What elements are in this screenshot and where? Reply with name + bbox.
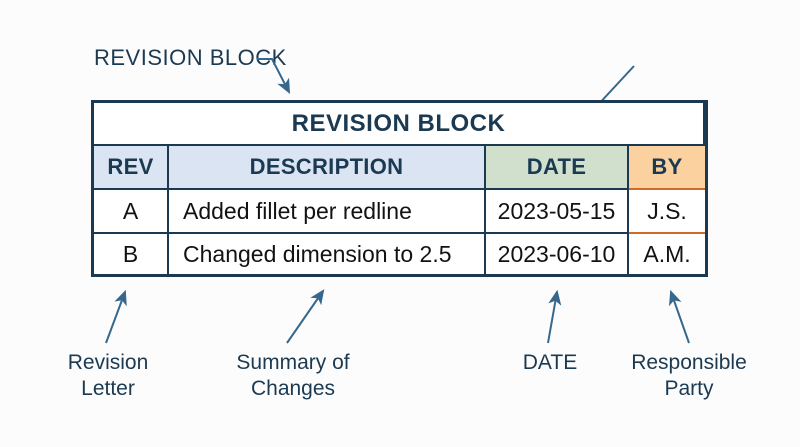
cell-description-a: Added fillet per redline [169,190,486,234]
annotation-line: Letter [81,377,135,400]
annotation-revision-letter: Revision Letter [48,350,168,402]
column-header-by: BY [629,146,705,190]
cell-date-b: 2023-06-10 [486,234,629,274]
column-header-date: DATE [486,146,629,190]
revision-block-table: REVISION BLOCK REV DESCRIPTION DATE BY A… [91,100,708,277]
arrow-revision-letter [105,289,127,344]
annotation-responsible-party: Responsible Party [618,350,760,402]
cell-date-a: 2023-05-15 [486,190,629,234]
table-title: REVISION BLOCK [94,103,705,146]
arrow-date-label [547,289,562,344]
column-header-description: DESCRIPTION [169,146,486,190]
cell-by-b: A.M. [643,240,691,267]
callout-revision-block-label: REVISION BLOCK [94,45,287,70]
column-header-rev: REV [94,146,169,190]
cell-rev-a: A [94,190,169,234]
arrow-responsible-party [669,289,690,344]
annotation-line: Responsible [631,351,747,374]
annotation-line: Changes [250,377,336,400]
annotation-line: Summary of [236,351,350,374]
arrow-summary-of-changes [286,289,325,344]
cell-by-a: J.S. [629,190,705,234]
annotation-line: DATE [522,351,578,374]
cell-rev-b: B [94,234,169,274]
cell-description-b: Changed dimension to 2.5 [169,234,486,274]
annotation-line: Party [664,377,714,400]
annotation-line: Revision [67,351,149,374]
annotation-date: DATE [500,350,600,376]
annotation-summary-of-changes: Summary of Changes [222,350,364,402]
